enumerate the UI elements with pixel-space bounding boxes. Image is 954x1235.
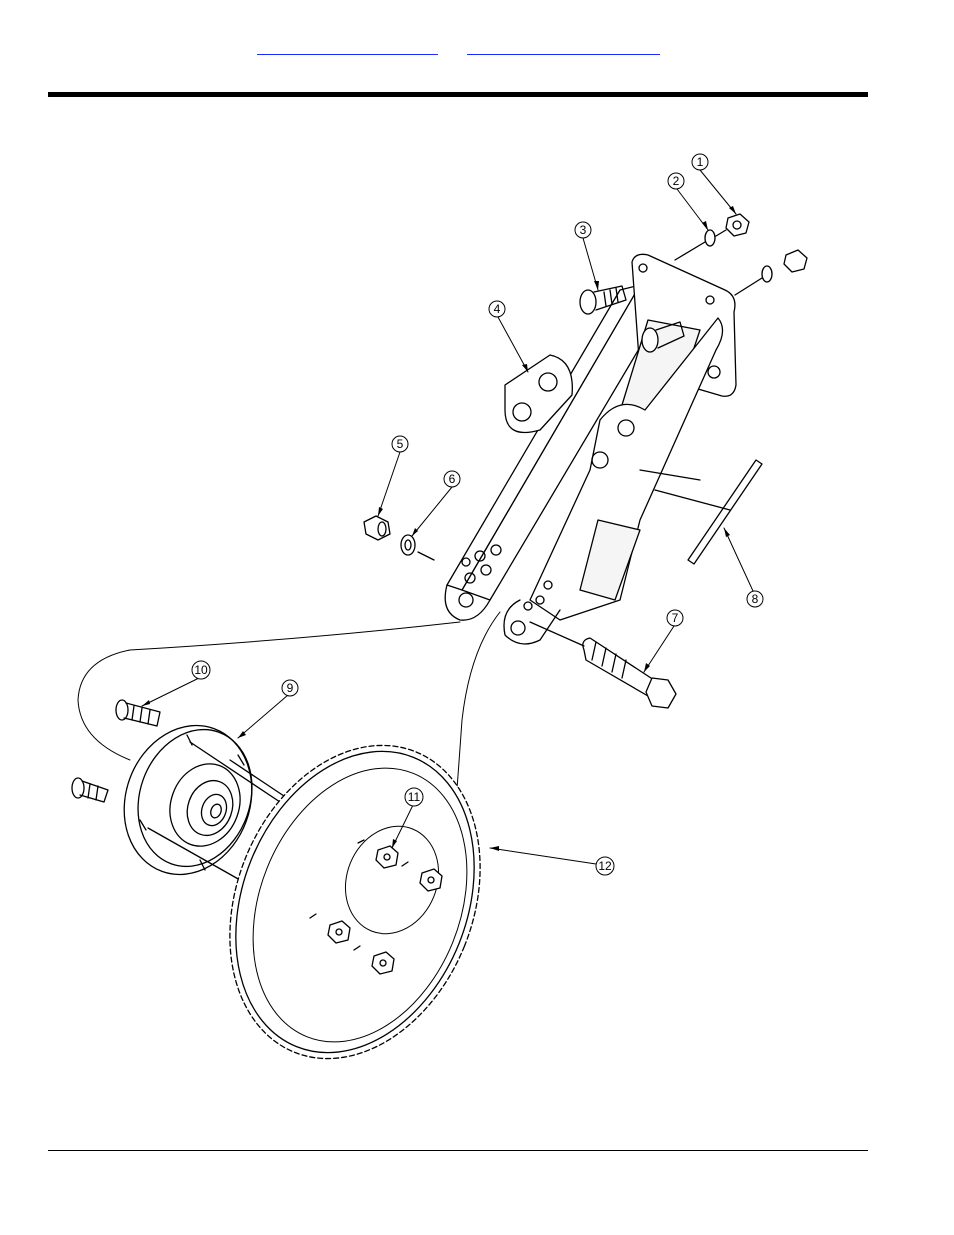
svg-text:5: 5	[397, 437, 404, 451]
exploded-parts-diagram: 1 2 3 4 5 6 7 8 9 10 11 12	[62, 140, 822, 1080]
callout-5: 5	[392, 436, 408, 452]
header-link-1[interactable]	[257, 38, 438, 55]
svg-text:2: 2	[673, 174, 680, 188]
svg-text:10: 10	[194, 663, 208, 677]
footer-rule	[48, 1150, 868, 1151]
callout-8: 8	[747, 591, 763, 607]
svg-text:11: 11	[408, 790, 421, 804]
header-rule	[48, 92, 868, 97]
callout-11: 11	[405, 788, 423, 806]
callout-1: 1	[692, 154, 708, 170]
svg-text:12: 12	[598, 859, 612, 873]
callout-3: 3	[575, 222, 591, 238]
callout-7: 7	[667, 610, 683, 626]
svg-text:7: 7	[672, 611, 679, 625]
callout-6: 6	[444, 471, 460, 487]
svg-text:9: 9	[287, 681, 294, 695]
header-link-2[interactable]	[467, 38, 660, 55]
hex-bolt	[530, 622, 676, 708]
svg-text:1: 1	[697, 155, 704, 169]
callout-9: 9	[282, 680, 298, 696]
svg-text:8: 8	[752, 592, 759, 606]
svg-text:3: 3	[580, 223, 587, 237]
callout-10: 10	[192, 661, 210, 679]
callout-12: 12	[596, 857, 614, 875]
callouts: 1 2 3 4 5 6 7 8 9 10 11 12	[192, 154, 763, 875]
svg-text:6: 6	[449, 472, 456, 486]
callout-2: 2	[668, 173, 684, 189]
svg-text:4: 4	[494, 302, 501, 316]
callout-4: 4	[489, 301, 505, 317]
